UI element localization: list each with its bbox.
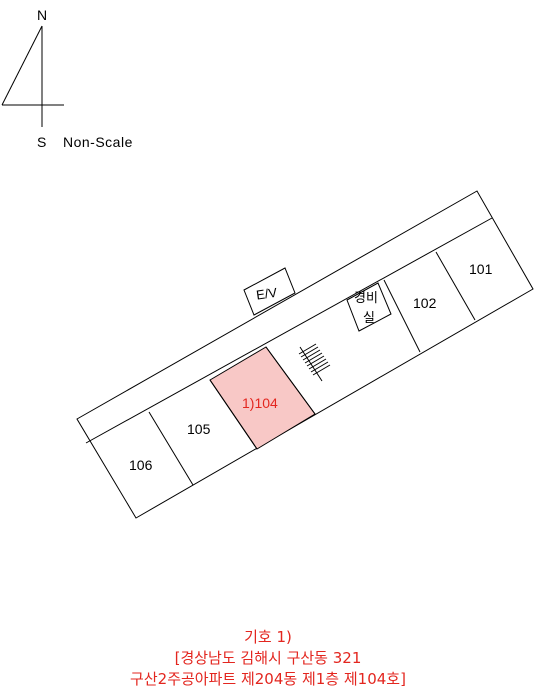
partition-stair-102	[383, 279, 421, 353]
guard-room-label-1: 경비	[354, 290, 378, 305]
stair-line	[312, 364, 331, 376]
stair-hatching	[298, 343, 331, 382]
corridor-wall	[85, 217, 493, 444]
caption-line-2: [경상남도 김해시 구산동 321	[174, 649, 362, 667]
compass-hypotenuse	[1, 25, 43, 106]
unit-partitions	[148, 251, 476, 486]
elevator-box	[243, 267, 296, 316]
unit-label-104: 1)104	[242, 395, 278, 411]
unit-label-106: 106	[129, 457, 153, 473]
unit-label-101: 101	[469, 261, 493, 277]
partition-105-104	[209, 379, 258, 450]
elevator-label: E/V	[255, 285, 278, 303]
guard-room-label-2: 실	[363, 310, 375, 325]
stair-line	[308, 358, 327, 370]
stair-line	[304, 352, 323, 364]
compass-south-label: S	[37, 134, 46, 150]
compass-north-label: N	[37, 7, 47, 23]
scale-note: Non-Scale	[63, 134, 133, 150]
partition-102-101	[435, 251, 476, 321]
stair-rail	[299, 346, 323, 382]
stair-line	[298, 343, 317, 355]
caption-line-3: 구산2주공아파트 제204동 제1층 제104호]	[130, 670, 406, 688]
stair-line	[306, 355, 325, 367]
building-outline	[76, 190, 534, 519]
compass	[1, 25, 64, 127]
guard-room-box	[346, 282, 392, 332]
partition-104-stair	[265, 346, 316, 415]
partition-106-105	[148, 411, 194, 486]
stair-line	[302, 349, 321, 361]
stair-line	[310, 361, 329, 373]
caption-line-1: 기호 1)	[244, 628, 292, 646]
unit-label-102: 102	[413, 295, 437, 311]
stair-line	[300, 346, 319, 358]
building-perimeter	[76, 190, 534, 519]
caption: 기호 1) [경상남도 김해시 구산동 321 구산2주공아파트 제204동 제…	[0, 627, 536, 690]
unit-label-105: 105	[187, 421, 211, 437]
